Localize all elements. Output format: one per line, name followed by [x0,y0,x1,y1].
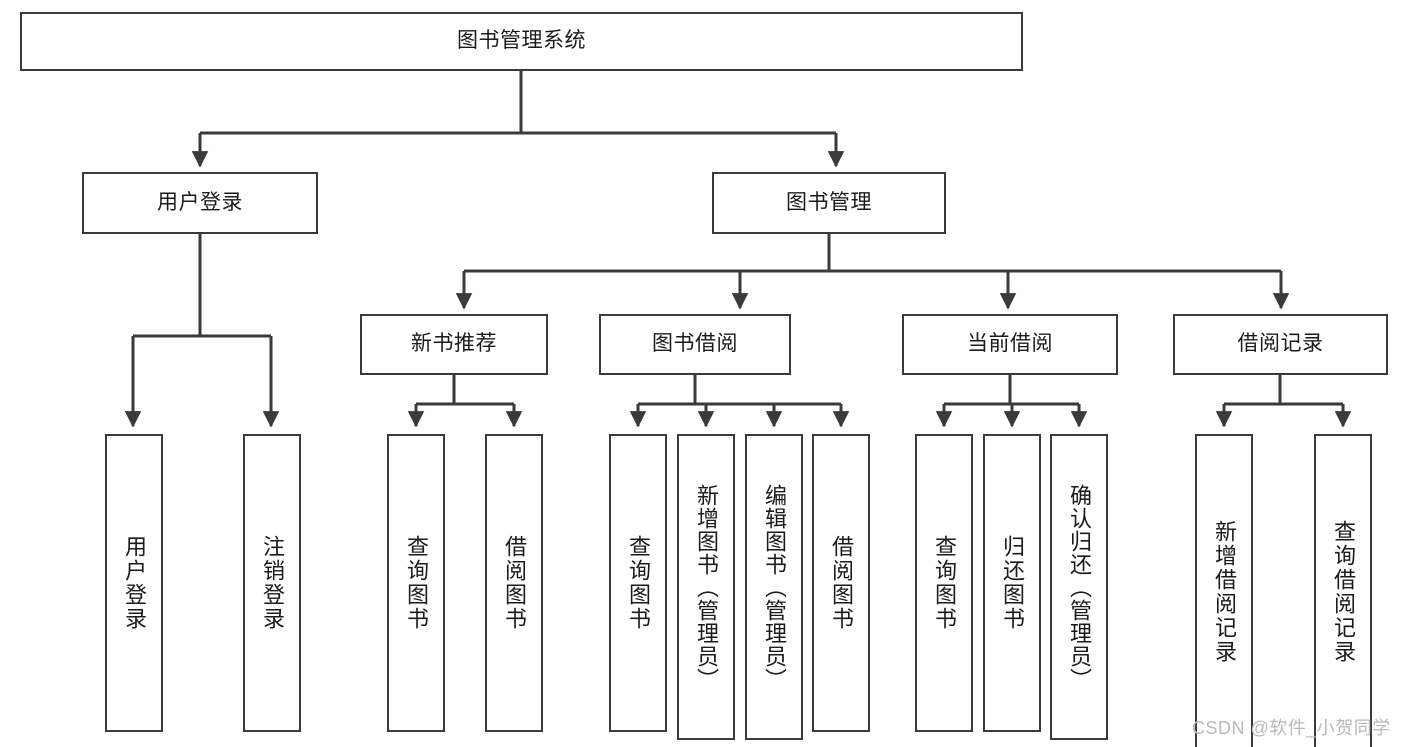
node-book-borrow[interactable]: 图书借阅 [599,314,791,375]
leaf-user-login-login[interactable]: 用户登录 [105,434,163,732]
leaf-borrow-borrow-book[interactable]: 借阅图书 [812,434,870,732]
node-new-book-recommend[interactable]: 新书推荐 [360,314,548,375]
leaf-borrow-add-book-admin[interactable]: 新增图书（管理员） [677,434,735,740]
node-label: 查询图书 [626,535,651,631]
leaf-record-add-record[interactable]: 新增借阅记录 [1195,434,1253,747]
node-label: 图书管理系统 [457,29,586,53]
node-label: 新增借阅记录 [1212,520,1237,664]
node-label: 编辑图书（管理员） [762,483,787,691]
node-label: 查询图书 [404,535,429,631]
node-label: 查询图书 [932,535,957,631]
leaf-borrow-query-book[interactable]: 查询图书 [609,434,667,732]
node-label: 当前借阅 [967,332,1053,356]
leaf-current-query-book[interactable]: 查询图书 [915,434,973,732]
node-label: 用户登录 [122,535,147,631]
node-label: 借阅图书 [502,535,527,631]
node-label: 图书管理 [786,190,872,214]
leaf-user-login-logout[interactable]: 注销登录 [243,434,301,732]
node-root-system[interactable]: 图书管理系统 [20,12,1023,71]
leaf-borrow-edit-book-admin[interactable]: 编辑图书（管理员） [745,434,803,740]
node-label: 借阅图书 [829,535,854,631]
node-label: 归还图书 [1000,535,1025,631]
leaf-new-book-borrow[interactable]: 借阅图书 [485,434,543,732]
node-label: 借阅记录 [1237,332,1324,356]
node-current-borrow[interactable]: 当前借阅 [902,314,1118,375]
node-label: 新增图书（管理员） [694,483,719,691]
leaf-record-query-record[interactable]: 查询借阅记录 [1314,434,1372,747]
node-label: 用户登录 [157,190,243,214]
leaf-current-return-book[interactable]: 归还图书 [983,434,1041,732]
leaf-current-confirm-return-admin[interactable]: 确认归还（管理员） [1050,434,1108,740]
node-borrow-record[interactable]: 借阅记录 [1173,314,1388,375]
node-label: 图书借阅 [652,332,738,356]
leaf-new-book-query[interactable]: 查询图书 [387,434,445,732]
node-user-login[interactable]: 用户登录 [82,172,318,234]
node-label: 查询借阅记录 [1331,520,1356,664]
node-label: 确认归还（管理员） [1067,483,1092,691]
node-label: 新书推荐 [411,332,497,356]
csdn-watermark: CSDN @软件_小贺同学 [1192,718,1391,738]
node-book-management[interactable]: 图书管理 [712,172,946,234]
node-label: 注销登录 [260,535,285,631]
